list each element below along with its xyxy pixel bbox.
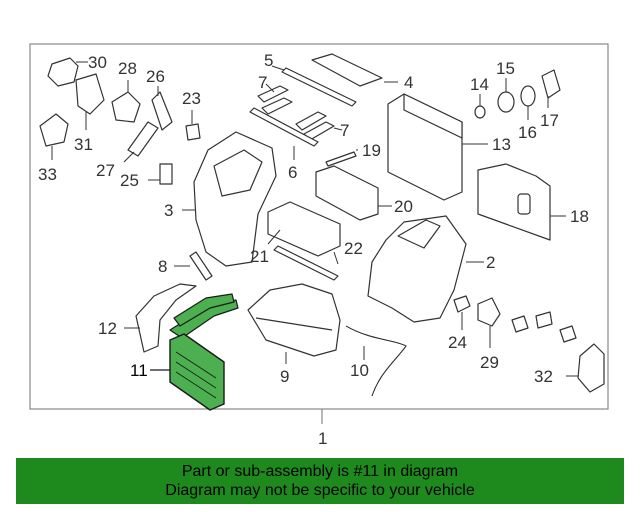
label-6: 6	[288, 163, 297, 182]
label-7-right: 7	[340, 121, 349, 140]
part-24-sensor	[453, 295, 471, 330]
part-4-filter	[311, 53, 398, 87]
part-2-case-right	[367, 215, 484, 323]
label-11: 11	[130, 361, 148, 380]
label-19: 19	[362, 141, 381, 160]
part-16-grommet	[520, 85, 536, 120]
label-3: 3	[164, 201, 173, 220]
info-banner-bg	[16, 458, 624, 504]
part-10-drain-hose	[345, 325, 407, 397]
part-20-duct	[315, 165, 392, 221]
label-24: 24	[448, 333, 467, 352]
part-27-lever	[123, 121, 159, 163]
label-16: 16	[518, 123, 537, 142]
part-11-heater-core	[150, 293, 239, 411]
part-8-link	[174, 251, 213, 281]
label-5: 5	[264, 51, 273, 70]
label-18: 18	[570, 207, 589, 226]
info-banner: Part or sub-assembly is #11 in diagram D…	[16, 458, 624, 504]
part-33-actuator	[39, 113, 69, 160]
label-32: 32	[534, 367, 553, 386]
label-33: 33	[38, 165, 57, 184]
part-32-bracket	[566, 343, 605, 393]
part-7-link-a	[257, 83, 293, 115]
label-17: 17	[540, 111, 559, 130]
banner-line-1: Part or sub-assembly is #11 in diagram	[181, 463, 459, 480]
part-screws	[511, 311, 577, 343]
label-2: 2	[486, 253, 495, 272]
part-29-motor	[477, 297, 501, 348]
label-27: 27	[96, 161, 115, 180]
label-13: 13	[492, 135, 511, 154]
part-13-evaporator	[387, 93, 488, 201]
part-21-door	[267, 201, 341, 257]
label-29: 29	[480, 353, 499, 372]
diagram-frame	[29, 43, 609, 410]
label-25: 25	[120, 171, 139, 190]
label-31: 31	[74, 135, 93, 154]
part-14-seal	[474, 94, 486, 119]
label-14: 14	[470, 75, 489, 94]
label-15: 15	[496, 59, 515, 78]
label-20: 20	[394, 197, 413, 216]
label-12: 12	[98, 319, 117, 338]
part-6-door-shaft	[249, 107, 319, 160]
label-1: 1	[318, 429, 327, 448]
part-17-bracket	[541, 69, 561, 108]
part-3-case-left	[182, 131, 277, 267]
part-31-actuator	[75, 73, 105, 130]
label-4: 4	[404, 73, 413, 92]
label-21: 21	[250, 247, 269, 266]
label-22: 22	[344, 239, 363, 258]
label-7-top: 7	[258, 73, 267, 92]
part-23-clip	[185, 110, 201, 141]
part-26-lever	[151, 86, 173, 131]
label-26: 26	[146, 67, 165, 86]
part-28-link	[111, 80, 141, 123]
label-23: 23	[182, 89, 201, 108]
part-18-insulator	[477, 163, 566, 241]
part-19-sensor	[325, 149, 358, 167]
label-30: 30	[88, 53, 107, 72]
part-5-rod	[271, 65, 357, 107]
part-12-duct	[124, 283, 197, 353]
part-9-lower-case	[247, 283, 341, 364]
label-10: 10	[350, 361, 369, 380]
label-8: 8	[158, 257, 167, 276]
label-28: 28	[118, 59, 137, 78]
label-9: 9	[280, 367, 289, 386]
part-22-shaft	[273, 245, 339, 281]
part-25-screw	[148, 163, 173, 185]
part-30-actuator	[47, 57, 88, 87]
part-7-link-b	[295, 111, 343, 141]
part-15-grommet	[497, 78, 515, 113]
banner-line-2: Diagram may not be specific to your vehi…	[165, 482, 475, 499]
